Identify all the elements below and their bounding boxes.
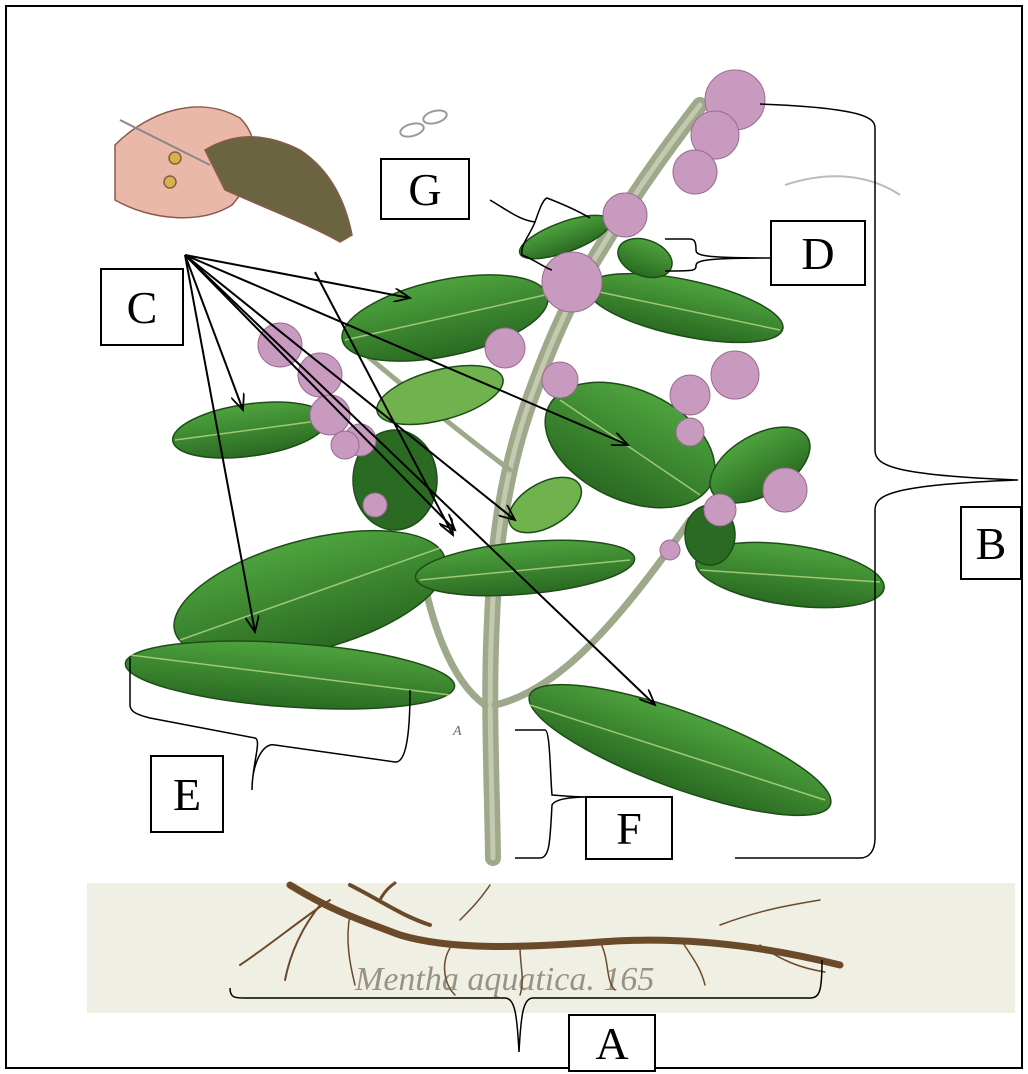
bracket-f	[515, 730, 590, 858]
flower-detail	[115, 107, 352, 242]
label-f: F	[585, 796, 673, 860]
plate-letter: A	[452, 724, 462, 739]
leaf-upper-right	[581, 260, 788, 356]
seed-details	[399, 108, 448, 139]
label-c: C	[100, 268, 184, 346]
label-e: E	[150, 755, 224, 833]
stem-detail-faint	[785, 176, 900, 195]
leaf-bottom-right	[517, 660, 844, 841]
leaf-lower-center	[413, 533, 637, 604]
bracket-d	[665, 239, 770, 271]
label-a: A	[568, 1014, 656, 1072]
label-d: D	[770, 220, 866, 286]
label-b: B	[960, 506, 1022, 580]
label-g: G	[380, 158, 470, 220]
leaf-middle-center	[371, 354, 510, 436]
